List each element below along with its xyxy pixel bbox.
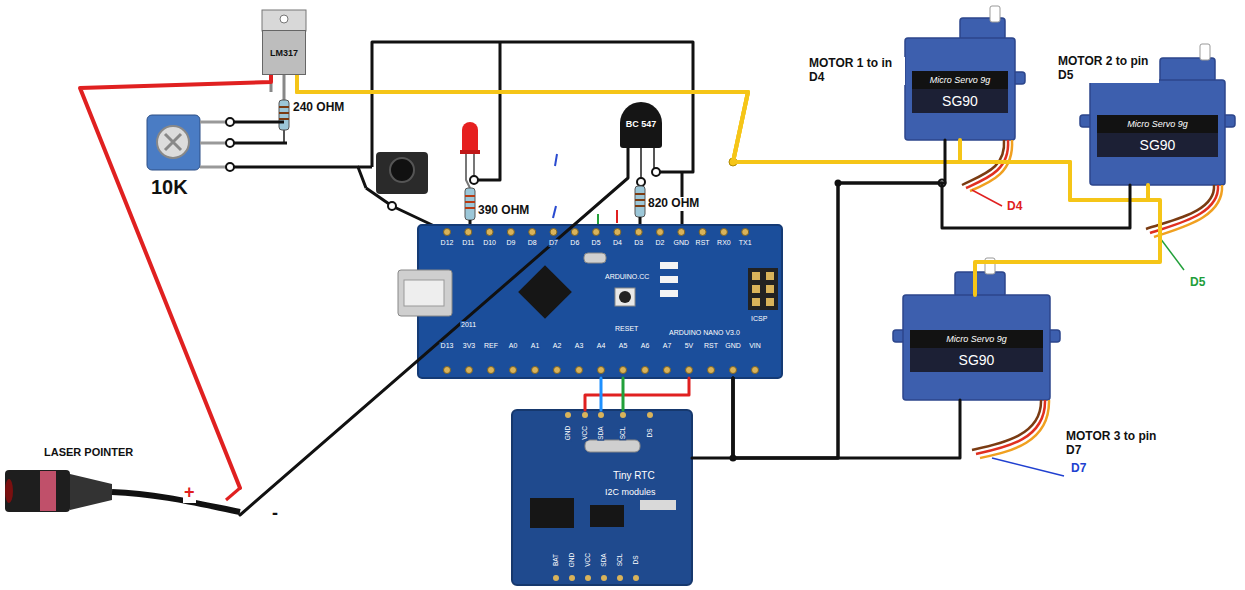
component-label: Micro Servo 9g xyxy=(1097,115,1218,133)
wire xyxy=(80,75,271,488)
component-label: LASER POINTER xyxy=(43,446,134,458)
component-label: Micro Servo 9g xyxy=(912,71,1008,89)
pin-label: A1 xyxy=(530,342,541,350)
pin-label: SDA xyxy=(600,552,607,567)
motor-note: MOTOR 1 to in D4 xyxy=(808,57,905,85)
pin-label: VCC xyxy=(584,552,591,568)
pin-label: A4 xyxy=(596,342,607,350)
pin-label: A2 xyxy=(552,342,563,350)
pin-label: D11 xyxy=(461,239,475,247)
pin-label: A0 xyxy=(508,342,519,350)
pin-label: BAT xyxy=(552,553,559,567)
servo-motor: Micro Servo 9gSG90 xyxy=(905,38,1015,140)
pin-label: RST xyxy=(695,239,711,247)
pin-label: D5 xyxy=(591,239,602,247)
pin-label: D12 xyxy=(440,239,455,247)
pin-label: SCL xyxy=(616,553,623,568)
pin-label: D6 xyxy=(569,239,580,247)
component-label: SG90 xyxy=(910,348,1043,372)
transistor-body: BC 547 xyxy=(620,102,662,148)
regulator-body: LM317 xyxy=(262,30,306,75)
pin-label: D10 xyxy=(482,239,497,247)
pin-label: D3 xyxy=(633,239,644,247)
wire xyxy=(733,378,960,458)
pin-label: TX1 xyxy=(738,239,753,247)
pin-label: SCL xyxy=(619,426,626,441)
pin-callout: D7 xyxy=(1070,462,1087,476)
value-label: 10K xyxy=(150,176,189,199)
pin-label: D9 xyxy=(505,239,516,247)
component-label: RESET xyxy=(614,325,639,333)
pin-label: GND xyxy=(673,239,691,247)
wire xyxy=(692,378,733,458)
wire xyxy=(622,378,625,410)
wire xyxy=(585,378,689,410)
pin-label: 3V3 xyxy=(462,342,476,350)
component-label: BC 547 xyxy=(626,120,657,130)
pin-label: GND xyxy=(724,342,742,350)
pin-label: VCC xyxy=(581,425,588,441)
pin-label: D8 xyxy=(527,239,538,247)
component-label: ARDUINO.CC xyxy=(604,273,650,281)
pin-label: RST xyxy=(703,342,719,350)
pin-label: GND xyxy=(568,552,575,568)
servo-motor: Micro Servo 9gSG90 xyxy=(903,295,1050,400)
pin-callout: D5 xyxy=(1189,276,1206,290)
pin-label: DS xyxy=(646,427,653,438)
value-label: 240 OHM xyxy=(292,101,345,115)
pin-label: SDA xyxy=(597,425,604,440)
pin-label: DS xyxy=(632,554,639,565)
component-label: 2011 xyxy=(460,321,477,329)
pin-label: A5 xyxy=(618,342,629,350)
pin-label: D2 xyxy=(655,239,666,247)
arduino-board: ARDUINO.CC ARDUINO NANO V3.0 ICSP 2011RESET xyxy=(418,225,782,378)
wire xyxy=(600,378,603,410)
pin-label: A3 xyxy=(574,342,585,350)
value-label: 820 OHM xyxy=(647,197,700,211)
pin-label: A6 xyxy=(640,342,651,350)
component-label: I2C modules xyxy=(604,488,657,498)
motor-note: MOTOR 2 to pin D5 xyxy=(1057,55,1159,83)
component-label: LM317 xyxy=(270,48,298,58)
motor-note: MOTOR 3 to pin D7 xyxy=(1065,430,1172,458)
component-label: Micro Servo 9g xyxy=(910,330,1043,348)
component-label: ARDUINO NANO V3.0 xyxy=(668,329,741,337)
pin-label: A7 xyxy=(662,342,673,350)
component-label: Tiny RTC xyxy=(612,470,656,481)
pin-label: REF xyxy=(483,342,499,350)
pin-label: VIN xyxy=(748,342,762,350)
pin-label: 5V xyxy=(684,342,695,350)
component-label: SG90 xyxy=(1097,133,1218,157)
wire xyxy=(240,148,628,515)
pin-label: D7 xyxy=(548,239,559,247)
polarity-mark: + xyxy=(183,482,196,503)
pin-label: D13 xyxy=(440,342,455,350)
component-label: SG90 xyxy=(912,89,1008,113)
pin-label: GND xyxy=(564,425,571,441)
polarity-mark: - xyxy=(271,503,279,524)
wire xyxy=(733,183,1130,458)
pin-label: D4 xyxy=(612,239,623,247)
pin-callout: D4 xyxy=(1006,200,1023,214)
laser-pointer: LASER POINTER xyxy=(5,468,240,530)
value-label: 390 OHM xyxy=(477,204,530,218)
component-label: ICSP xyxy=(750,315,768,323)
wire xyxy=(297,75,1160,295)
pin-label: RX0 xyxy=(716,239,732,247)
servo-motor: Micro Servo 9gSG90 xyxy=(1090,80,1225,185)
